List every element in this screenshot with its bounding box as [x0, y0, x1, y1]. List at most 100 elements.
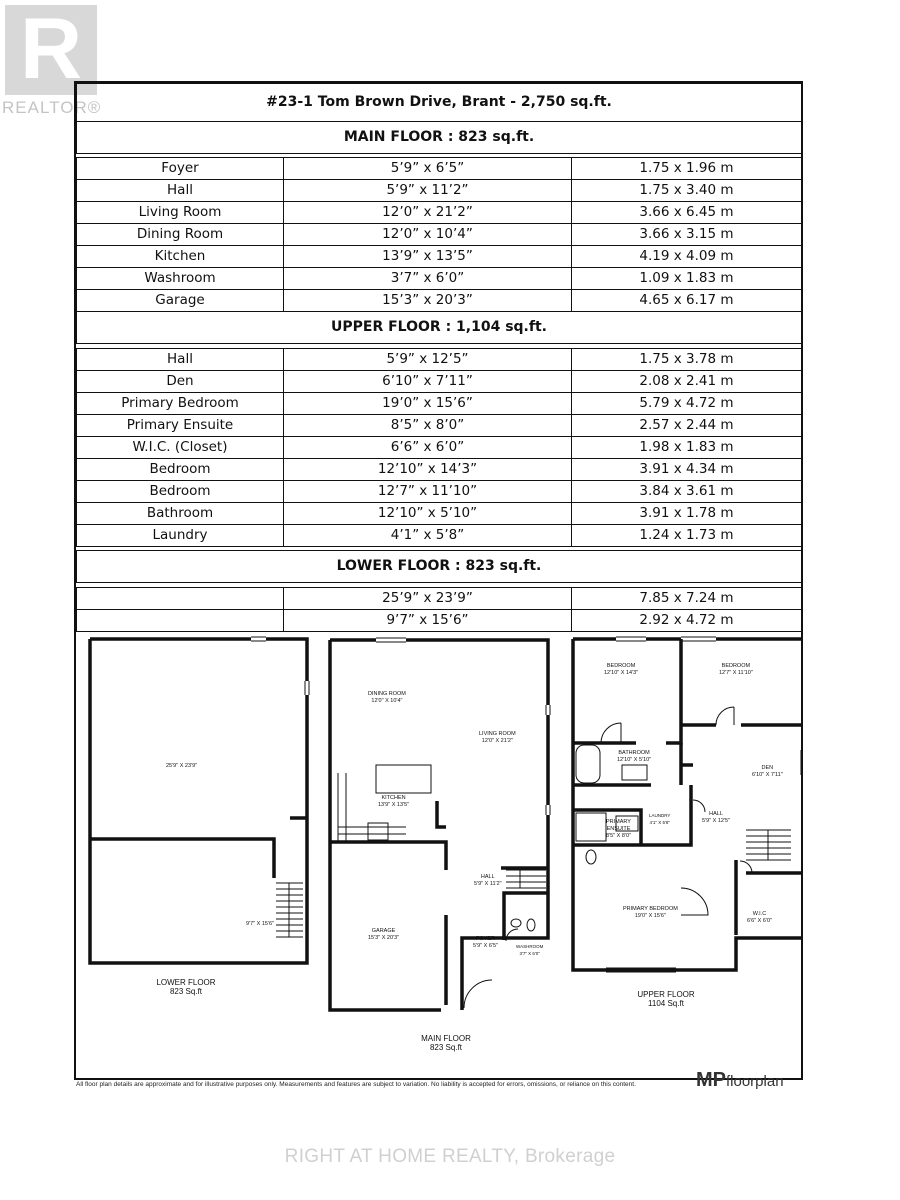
ensuite-name-line1: PRIMARY	[606, 819, 631, 825]
floor-plans-drawing	[88, 636, 801, 1012]
lower-window-side	[304, 681, 310, 695]
bedroom1-dim: 12'10" X 14'3"	[604, 670, 639, 676]
upper-floor-caption-title: UPPER FLOOR	[637, 990, 695, 999]
garage-name: GARAGE	[371, 928, 396, 934]
upper-floor-ensuite-inner	[573, 808, 643, 845]
room-imperial-cell: 6’10” x 7’11”	[283, 370, 572, 393]
foyer-label: FOYER 5'9" X 6'5"	[473, 936, 498, 950]
main-floor-washroom-wall	[502, 891, 548, 940]
room-metric-cell: 2.92 x 4.72 m	[571, 609, 802, 632]
room-room-cell: Kitchen	[76, 245, 284, 268]
lower-floor-caption: LOWER FLOOR 823 Sq.ft	[136, 978, 236, 996]
main-window-side	[545, 705, 551, 815]
laundry-dim: 4'1" X 5'8"	[649, 820, 670, 825]
den-name: DEN	[761, 765, 774, 771]
primary-door	[680, 887, 709, 916]
room-metric-cell: 2.08 x 2.41 m	[571, 370, 802, 393]
upper-stairs	[746, 829, 791, 861]
main-floor-garage-wall	[330, 840, 448, 1005]
washroom-door	[505, 928, 519, 942]
room-room-cell: Primary Ensuite	[76, 414, 284, 437]
lower-floor-caption-area: 823 Sq.ft	[169, 987, 203, 996]
room-room-cell: Foyer	[76, 157, 284, 180]
room-imperial-cell: 8’5” x 8’0”	[283, 414, 572, 437]
upper-floor-heading: UPPER FLOOR : 1,104 sq.ft.	[76, 311, 802, 344]
lower-floor-inner-wall	[90, 837, 276, 878]
bedroom2-dim: 12'7" X 11'10"	[719, 670, 753, 676]
upper-hall-label: HALL 5'9" X 12'5"	[702, 811, 730, 825]
garage-dim: 15'3" X 20'3"	[368, 935, 400, 941]
kitchen-range	[367, 822, 389, 841]
realtor-logo-box	[5, 5, 97, 95]
bedroom1-label: BEDROOM 12'10" X 14'3"	[604, 663, 638, 677]
lower-floor-outline	[88, 637, 309, 965]
upper-floor-outline	[571, 637, 801, 972]
room-room-cell: Bathroom	[76, 502, 284, 525]
primary-bedroom-label: PRIMARY BEDROOM 19'0" X 15'6"	[623, 906, 678, 920]
disclaimer-text: All floor plan details are approximate a…	[76, 1081, 636, 1088]
upper-hall-dim: 5'9" X 12'5"	[702, 818, 731, 824]
room-imperial-cell: 12’10” x 14’3”	[283, 458, 572, 481]
room-metric-cell: 5.79 x 4.72 m	[571, 392, 802, 415]
room-imperial-cell: 4’1” x 5’8”	[283, 524, 572, 547]
primary-bedroom-dim: 19'0" X 15'6"	[634, 913, 666, 919]
ensuite-label: PRIMARY ENSUITE 8'5" X 8'0"	[606, 819, 631, 840]
main-floor-heading: MAIN FLOOR : 823 sq.ft.	[76, 121, 802, 154]
room-room-cell: Garage	[76, 289, 284, 312]
room-metric-cell: 1.24 x 1.73 m	[571, 524, 802, 547]
laundry-door	[692, 799, 706, 813]
bedroom1-name: BEDROOM	[606, 663, 636, 669]
upper-floor-caption-area: 1104 Sq.ft	[648, 999, 684, 1008]
ensuite-shower	[575, 812, 607, 842]
garage-label: GARAGE 15'3" X 20'3"	[368, 928, 399, 942]
main-window-top	[376, 637, 406, 643]
room-room-cell: Hall	[76, 179, 284, 202]
room-room-cell: Den	[76, 370, 284, 393]
room-metric-cell: 4.19 x 4.09 m	[571, 245, 802, 268]
realtor-logo: R REALTOR®	[0, 0, 110, 122]
bed1-door	[600, 722, 622, 744]
upper-floor-row: W.I.C. (Closet)6’6” x 6’0”1.98 x 1.83 m	[76, 436, 802, 459]
upper-floor-bed1-wall	[573, 639, 683, 745]
room-metric-cell: 1.09 x 1.83 m	[571, 267, 802, 290]
realtor-logo-letter: R	[19, 1, 83, 97]
washroom-toilet	[526, 918, 536, 932]
washroom-sink	[510, 918, 522, 928]
room-imperial-cell: 12’0” x 10’4”	[283, 223, 572, 246]
kitchen-name: KITCHEN	[381, 795, 406, 801]
room-metric-cell: 7.85 x 7.24 m	[571, 587, 802, 610]
lower-window	[251, 636, 266, 642]
dining-room-name: DINING ROOM	[368, 691, 406, 697]
room-metric-cell: 3.84 x 3.61 m	[571, 480, 802, 503]
dining-room-label: DINING ROOM 12'0" X 10'4"	[368, 691, 406, 705]
living-room-dim: 12'0" X 21'2"	[481, 738, 513, 744]
living-room-label: LIVING ROOM 12'0" X 21'2"	[479, 731, 516, 745]
bathtub	[575, 744, 601, 784]
room-imperial-cell: 12’0” x 21’2”	[283, 201, 572, 224]
room-room-cell: Bedroom	[76, 458, 284, 481]
dining-room-dim: 12'0" X 10'4"	[371, 698, 403, 704]
room-room-cell: Washroom	[76, 267, 284, 290]
room-imperial-cell: 19’0” x 15’6”	[283, 392, 572, 415]
room-imperial-cell: 5’9” x 6’5”	[283, 157, 572, 180]
main-floor-kitchen-wall	[435, 801, 446, 829]
lower-floor-row: 9’7” x 15’6”2.92 x 4.72 m	[76, 609, 802, 632]
wic-label: W.I.C 6'6" X 6'0"	[747, 911, 772, 925]
mp-floorplan-logo: MPfloorplan	[696, 1069, 784, 1092]
room-imperial-cell: 25’9” x 23’9”	[283, 587, 572, 610]
mp-floorplan-monogram: MP	[696, 1069, 726, 1091]
bath-vanity	[621, 764, 648, 781]
bathroom-name: BATHROOM	[618, 750, 650, 756]
room-imperial-cell: 5’9” x 11’2”	[283, 179, 572, 202]
bed2-door	[715, 706, 735, 726]
bedroom2-name: BEDROOM	[721, 663, 751, 669]
brokerage-watermark: RIGHT AT HOME REALTY, Brokerage	[284, 1146, 616, 1167]
bathroom-label: BATHROOM 12'10" X 5'10"	[617, 750, 651, 764]
room-room-cell: Bedroom	[76, 480, 284, 503]
